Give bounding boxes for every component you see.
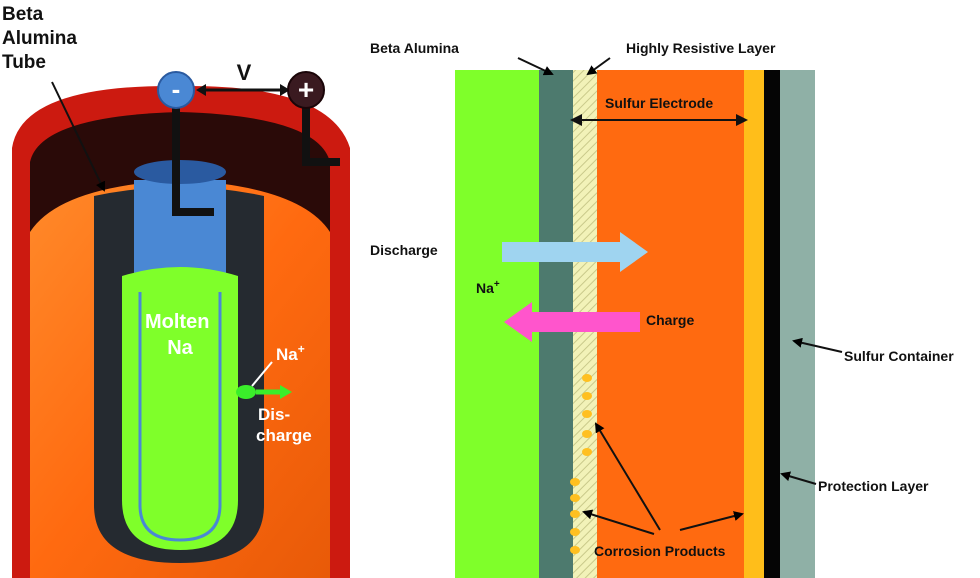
corrosion-dot	[582, 448, 592, 456]
corrosion-pointer-1	[594, 422, 661, 531]
molten-sodium-label: Molten Na	[145, 311, 215, 359]
discharge-line-1: Dis-	[258, 405, 290, 424]
corrosion-dot	[582, 392, 592, 400]
layer-schematic: Beta Alumina Highly Resistive Layer Sulf…	[370, 40, 954, 578]
tube-pointer-line	[51, 81, 106, 192]
molten-sodium	[122, 267, 238, 550]
tubular-cell: - + V Beta Alumina Tube Molten Na Na+ Di…	[2, 4, 350, 578]
tube-title-line-1: Beta	[2, 4, 44, 25]
tube-title: Beta Alumina Tube	[2, 4, 82, 73]
corrosion-dot	[570, 494, 580, 502]
protection-layer-label: Protection Layer	[818, 478, 929, 494]
charge-arrow-icon	[504, 302, 640, 342]
sodium-ion-charge: +	[494, 279, 500, 290]
charge-label: Charge	[646, 312, 694, 328]
black-barrier-layer	[764, 70, 780, 578]
discharge-label-left: Dis- charge	[256, 405, 312, 445]
corrosion-dot	[582, 410, 592, 418]
ion-pointer-line	[251, 361, 273, 387]
resistive-layer-pointer	[586, 57, 611, 76]
tube-title-line-2: Alumina	[2, 28, 77, 49]
inner-tube-outline	[138, 292, 222, 542]
positive-sign: +	[298, 74, 314, 105]
corrosion-dot	[582, 430, 592, 438]
molten-line-1: Molten	[145, 311, 209, 333]
corrosion-dot	[570, 478, 580, 486]
discharge-line-2: charge	[256, 426, 312, 445]
positive-terminal-icon	[287, 71, 325, 109]
beta-alumina-pointer	[517, 57, 554, 76]
sulfur-electrode-label: Sulfur Electrode	[605, 95, 713, 111]
ion-label: Na+	[276, 342, 305, 364]
ion-charge: +	[298, 342, 305, 356]
molten-line-2: Na	[167, 337, 193, 359]
negative-lead-wire	[172, 104, 214, 216]
protection-layer	[744, 70, 764, 578]
sodium-ion-label: Na+	[476, 279, 500, 296]
corrosion-dot	[582, 374, 592, 382]
discharge-arrow-icon	[502, 232, 648, 272]
voltage-label: V	[237, 60, 252, 85]
sulfur-container-layer	[780, 70, 815, 578]
resistive-layer-label: Highly Resistive Layer	[626, 40, 776, 56]
tube-title-line-3: Tube	[2, 52, 46, 73]
corrosion-dot	[570, 510, 580, 518]
sulfur-container-pointer	[792, 337, 843, 353]
corrosion-pointer-3	[679, 511, 744, 531]
negative-terminal-icon	[157, 71, 195, 109]
discharge-label: Discharge	[370, 242, 438, 258]
positive-lead-wire	[302, 104, 340, 166]
corrosion-dot	[570, 546, 580, 554]
corrosion-dot	[570, 528, 580, 536]
sodium-ion-icon	[236, 385, 256, 399]
corrosion-dots	[570, 374, 592, 554]
beta-alumina-label: Beta Alumina	[370, 40, 459, 56]
corrosion-label: Corrosion Products	[594, 543, 726, 559]
negative-sign: -	[172, 74, 181, 104]
corrosion-pointer-2	[582, 509, 655, 535]
sulfur-container-label: Sulfur Container	[844, 348, 954, 364]
protection-layer-pointer	[780, 471, 817, 485]
